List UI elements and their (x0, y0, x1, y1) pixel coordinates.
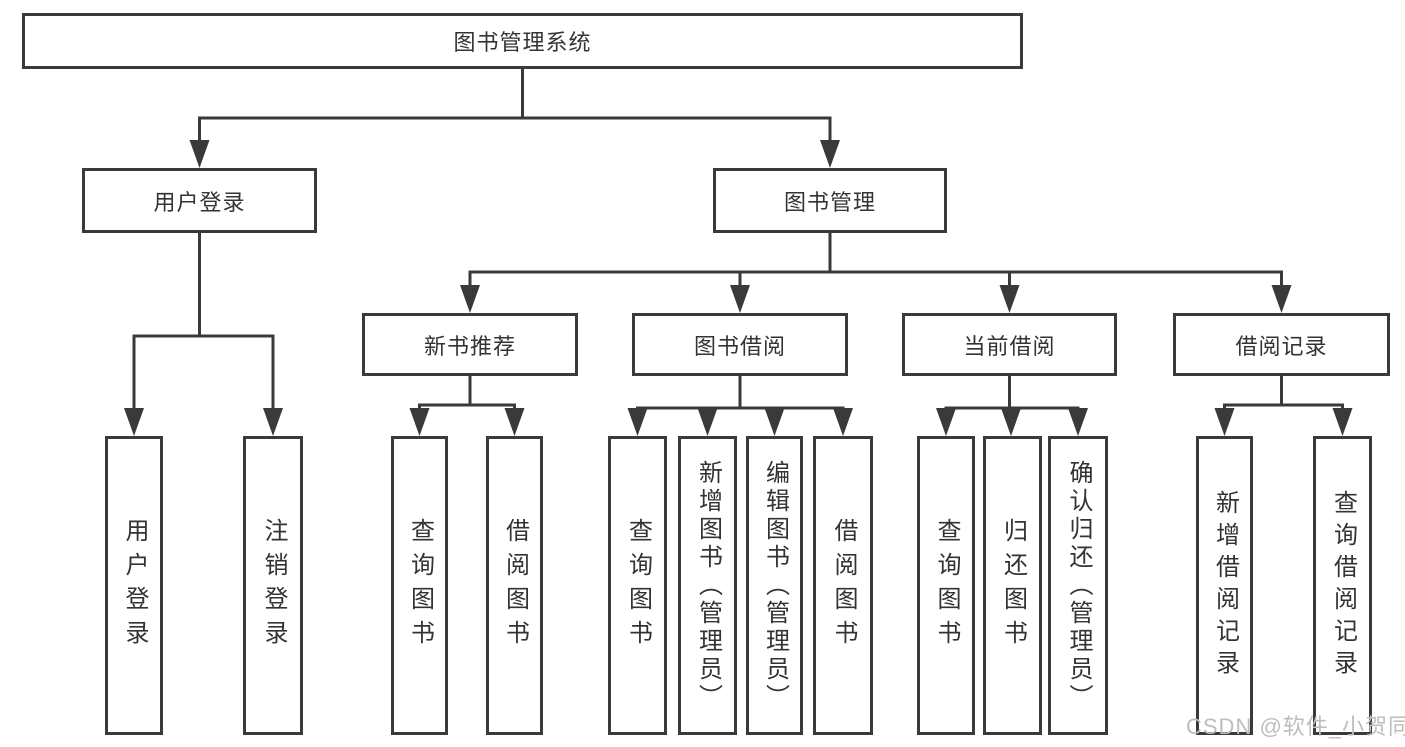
connector-login-children (124, 233, 283, 436)
leaf-recommend-query-book-label: 查询图书 (406, 517, 434, 654)
leaf-edit-book-admin-label: 编辑图书（管理员） (761, 459, 789, 712)
connector-current-children (936, 376, 1088, 436)
connector-management-to-level3 (460, 233, 1292, 313)
node-current-borrowing-label: 当前借阅 (963, 333, 1056, 359)
leaf-add-borrow-record: 新增借阅记录 (1196, 436, 1253, 735)
leaf-current-query-book: 查询图书 (917, 436, 975, 735)
leaf-borrowing-query-book: 查询图书 (608, 436, 667, 735)
node-user-login-label: 用户登录 (153, 189, 246, 215)
leaf-logout: 注销登录 (243, 436, 303, 735)
connector-borrowing-children (627, 376, 853, 436)
node-new-book-recommendation: 新书推荐 (362, 313, 578, 376)
leaf-user-login-label: 用户登录 (121, 517, 148, 654)
node-book-borrowing: 图书借阅 (632, 313, 848, 376)
leaf-add-book-admin-label: 新增图书（管理员） (694, 459, 722, 712)
connector-records-children (1214, 376, 1353, 436)
connector-recommend-children (409, 376, 525, 436)
leaf-confirm-return-admin: 确认归还（管理员） (1048, 436, 1108, 735)
leaf-recommend-borrow-book: 借阅图书 (486, 436, 543, 735)
leaf-user-login: 用户登录 (105, 436, 163, 735)
node-borrowing-records: 借阅记录 (1173, 313, 1390, 376)
node-book-management: 图书管理 (713, 168, 947, 233)
leaf-return-book-label: 归还图书 (999, 517, 1027, 654)
node-library-system: 图书管理系统 (22, 13, 1023, 69)
node-book-management-label: 图书管理 (783, 189, 876, 215)
node-borrowing-records-label: 借阅记录 (1235, 333, 1328, 359)
leaf-recommend-query-book: 查询图书 (391, 436, 448, 735)
node-library-system-label: 图书管理系统 (453, 30, 592, 55)
node-new-book-recommendation-label: 新书推荐 (423, 333, 516, 359)
node-book-borrowing-label: 图书借阅 (693, 333, 786, 359)
leaf-logout-label: 注销登录 (260, 517, 287, 654)
leaf-borrowing-query-book-label: 查询图书 (624, 517, 652, 654)
csdn-watermark: CSDN @软件_小贺同学 (1186, 714, 1405, 739)
leaf-add-book-admin: 新增图书（管理员） (678, 436, 737, 735)
leaf-borrowing-borrow-book: 借阅图书 (813, 436, 873, 735)
connector-root-to-level2 (189, 68, 840, 168)
leaf-query-borrow-record: 查询借阅记录 (1313, 436, 1372, 735)
leaf-return-book: 归还图书 (983, 436, 1042, 735)
leaf-add-borrow-record-label: 新增借阅记录 (1211, 489, 1239, 682)
leaf-current-query-book-label: 查询图书 (933, 517, 960, 654)
leaf-recommend-borrow-book-label: 借阅图书 (501, 517, 529, 654)
leaf-edit-book-admin: 编辑图书（管理员） (746, 436, 803, 735)
leaf-query-borrow-record-label: 查询借阅记录 (1329, 489, 1357, 682)
node-user-login: 用户登录 (82, 168, 317, 233)
leaf-confirm-return-admin-label: 确认归还（管理员） (1065, 459, 1092, 712)
leaf-borrowing-borrow-book-label: 借阅图书 (830, 517, 857, 654)
node-current-borrowing: 当前借阅 (902, 313, 1117, 376)
